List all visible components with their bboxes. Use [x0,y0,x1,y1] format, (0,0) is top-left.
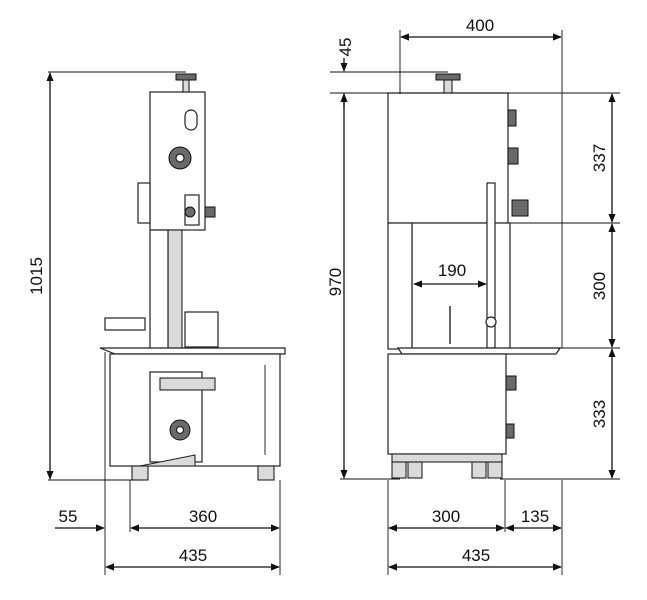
foot-right [257,465,275,481]
front-total-width-label: 435 [462,546,490,565]
front-foot-right [487,461,503,479]
tension-knob [175,73,197,81]
lower-height-label: 333 [590,400,609,428]
cut-height-label: 300 [590,272,609,300]
top-width-label: 400 [466,16,494,35]
side-total-width-label: 435 [179,546,207,565]
overhang-label: 135 [521,507,549,526]
side-offset-label: 55 [59,507,78,526]
body-height-label: 970 [326,268,345,296]
adjuster-slot [184,109,198,131]
top-gap-label: 45 [336,38,355,57]
side-view: 1015 55 360 435 [27,71,286,575]
front-lower-cabinet [387,353,507,455]
top-knob [435,73,461,81]
blade-guide-column [167,229,183,351]
front-base-label: 300 [432,507,460,526]
side-handle [104,317,146,331]
upper-height-label: 337 [590,144,609,172]
cut-width-label: 190 [438,261,466,280]
front-view: 400 45 970 337 300 333 190 300 135 435 [326,16,620,575]
front-table [396,347,562,355]
work-table [99,347,286,355]
front-foot-left [391,461,407,479]
foot-left [131,465,149,481]
side-base-label: 360 [189,507,217,526]
side-height-label: 1015 [27,257,46,295]
blade-guard [184,311,219,348]
